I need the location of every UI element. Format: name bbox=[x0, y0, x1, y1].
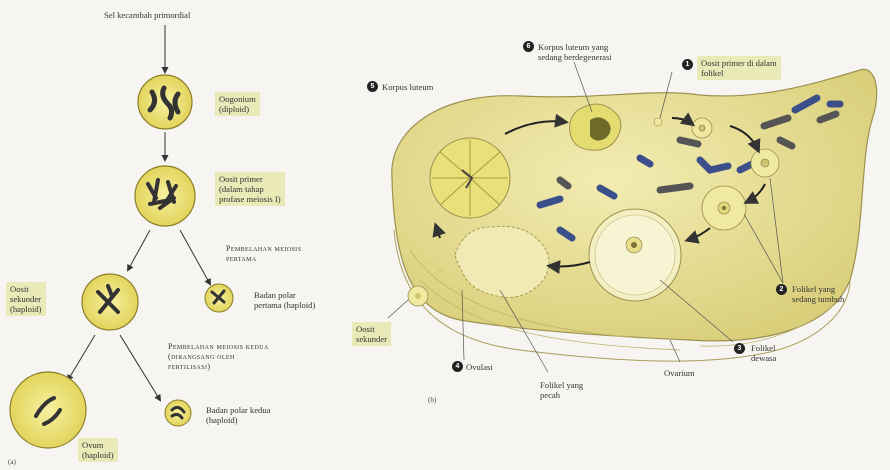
oosit-sekunder-label: Oosit sekunder (haploid) bbox=[6, 282, 46, 316]
sel-kecambah-label: Sel kecambah primordial bbox=[104, 10, 190, 20]
meiosis-2-label: Pembelahan meiosis kedua (dirangsang ole… bbox=[168, 342, 269, 372]
oosit-primer-cell bbox=[135, 166, 195, 226]
panel-a-letter: (a) bbox=[8, 458, 16, 466]
oosit-sekunder-cell bbox=[82, 274, 138, 330]
badge-6: 6 bbox=[523, 41, 534, 52]
ovum-cell bbox=[10, 372, 86, 448]
oosit-primer-folikel-label: Oosit primer di dalam folikel bbox=[697, 56, 781, 80]
korpus-luteum bbox=[430, 138, 510, 218]
badan-polar-1-label: Badan polar pertama (haploid) bbox=[254, 290, 315, 310]
oogonium-cell bbox=[138, 75, 192, 129]
korpus-luteum-label: Korpus luteum bbox=[382, 82, 433, 92]
badge-5: 5 bbox=[367, 81, 378, 92]
korpus-luteum-degenerasi-label: Korpus luteum yang sedang berdegenerasi bbox=[538, 42, 612, 62]
folikel-dewasa bbox=[589, 209, 681, 301]
panel-b-letter: (b) bbox=[428, 396, 436, 404]
badan-polar-2-label: Badan polar kedua (haploid) bbox=[206, 405, 270, 425]
badge-4: 4 bbox=[452, 361, 463, 372]
ovum-label: Ovum (haploid) bbox=[78, 438, 118, 462]
korpus-luteum-degenerasi bbox=[570, 104, 621, 150]
oosit-sekunder-b-label: Oosit sekunder bbox=[352, 322, 391, 346]
oosit-primer-label: Oosit primer (dalam tahap profase meiosi… bbox=[215, 172, 285, 206]
oosit-sekunder-released bbox=[408, 286, 428, 306]
badge-3: 3 bbox=[734, 343, 745, 354]
badan-polar-2-cell bbox=[165, 400, 191, 426]
badan-polar-1-cell bbox=[205, 284, 233, 312]
badge-2: 2 bbox=[776, 284, 787, 295]
ovarium-label: Ovarium bbox=[664, 368, 695, 378]
ovulasi-label: Ovulasi bbox=[466, 362, 493, 372]
folikel-tumbuh-label: Folikel yang sedang tumbuh bbox=[792, 284, 844, 304]
folikel-pecah-label: Folikel yang pecah bbox=[540, 380, 583, 400]
badge-1: 1 bbox=[682, 59, 693, 70]
meiosis-1-label: Pembelahan meiosis pertama bbox=[226, 244, 301, 264]
folikel-dewasa-label: Folikel dewasa bbox=[751, 343, 776, 363]
oogonium-label: Oogonium (diploid) bbox=[215, 92, 260, 116]
